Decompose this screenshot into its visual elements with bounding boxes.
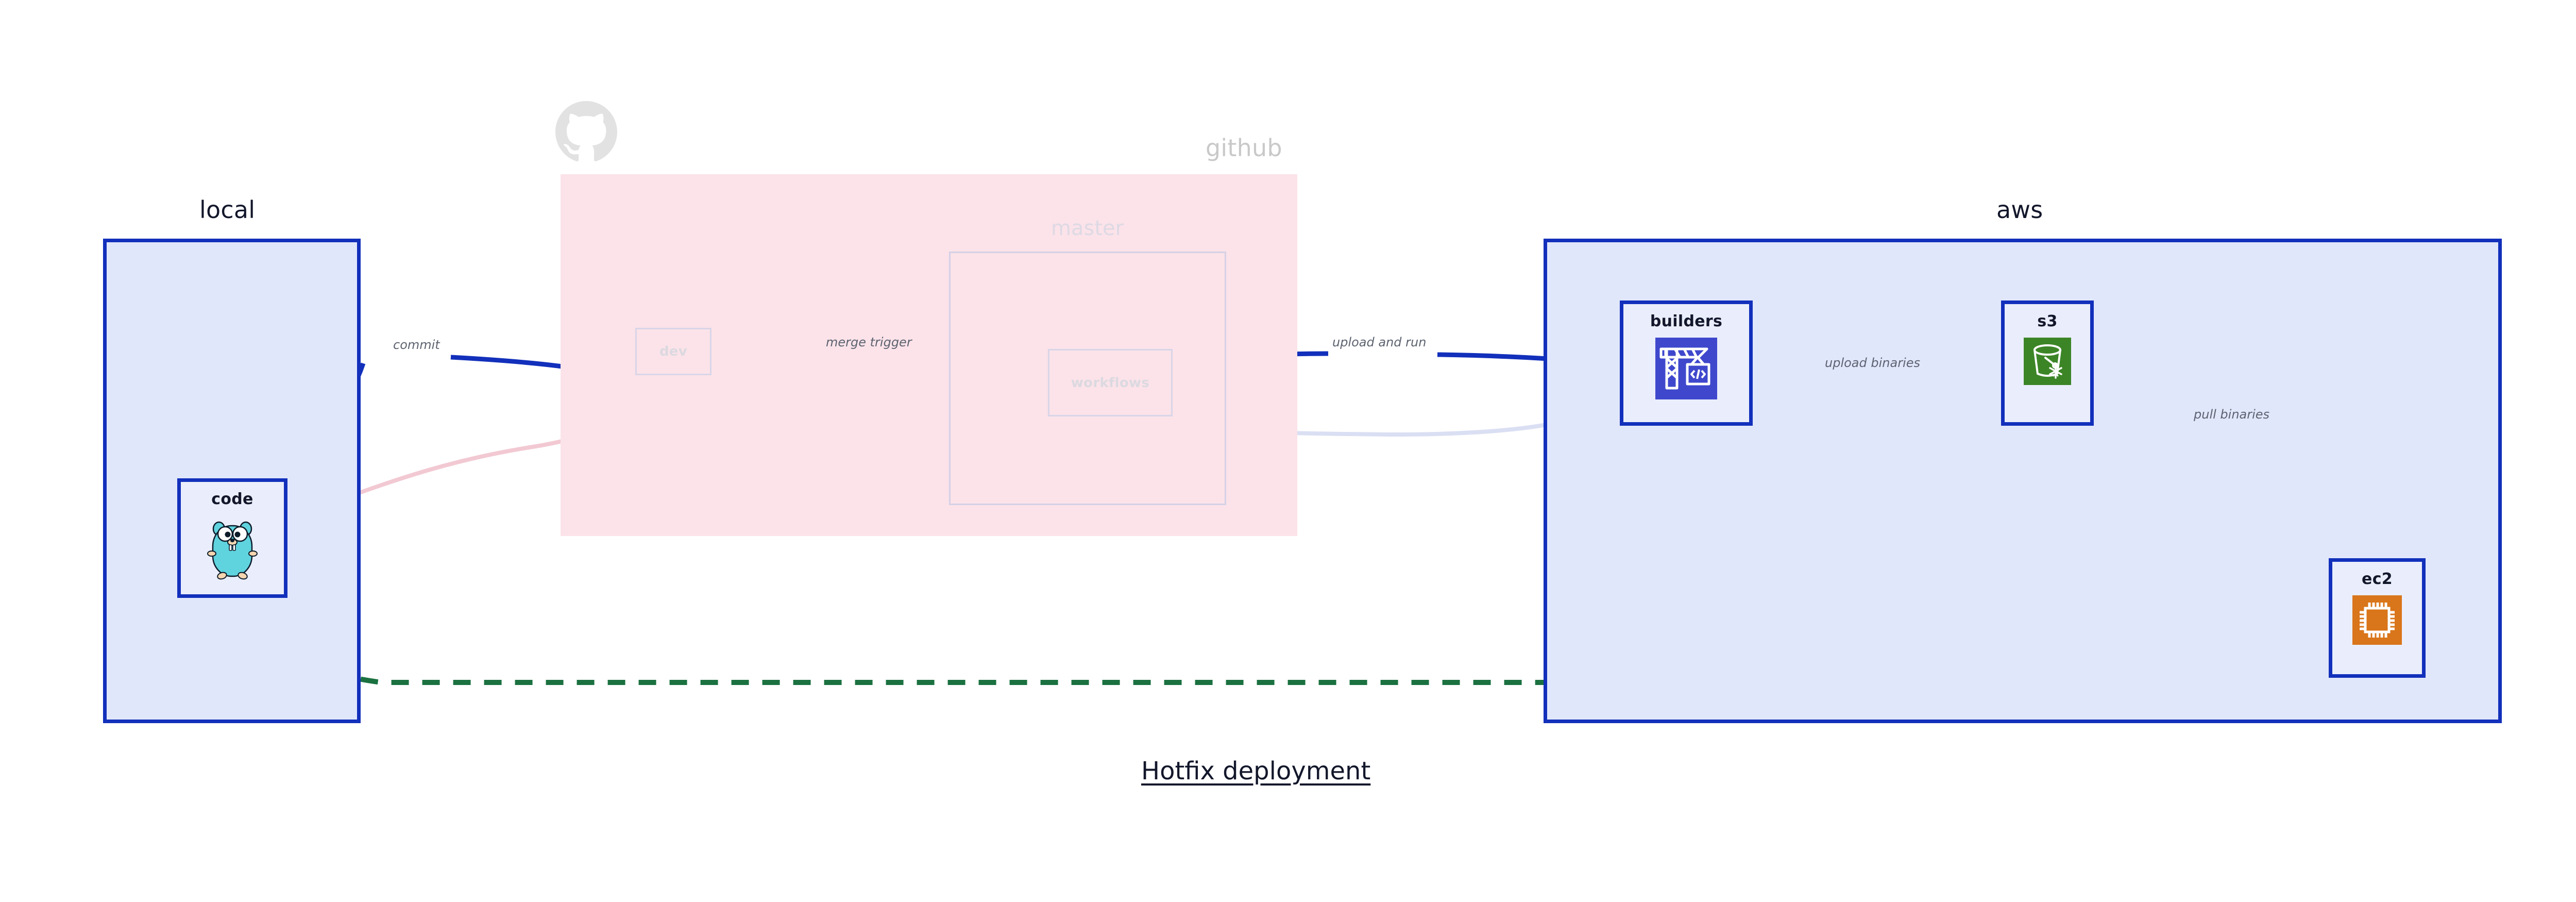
- github-octocat-icon: [555, 101, 617, 163]
- group-aws-label: aws: [1996, 196, 2043, 224]
- edge-label-upload-and-run: upload and run: [1331, 335, 1428, 349]
- edge-label-upload-binaries: upload binaries: [1823, 356, 1922, 370]
- node-ec2[interactable]: ec2: [2329, 558, 2426, 678]
- diagram-title: Hotfix deployment: [1141, 757, 1371, 786]
- node-code[interactable]: code: [177, 478, 287, 598]
- group-local-label: local: [199, 196, 256, 224]
- node-workflows[interactable]: workflows: [1048, 349, 1173, 416]
- edge-label-commit: commit: [392, 338, 442, 352]
- node-ec2-label: ec2: [2362, 570, 2393, 588]
- node-workflows-label: workflows: [1071, 375, 1150, 391]
- node-dev[interactable]: dev: [635, 328, 711, 375]
- cpu-chip-icon: [2352, 595, 2402, 647]
- crane-code-icon: [1655, 338, 1717, 402]
- node-dev-label: dev: [659, 344, 688, 359]
- subgroup-master: [949, 252, 1226, 505]
- group-github-label: github: [1206, 134, 1282, 162]
- edge-label-pull-binaries: pull binaries: [2192, 407, 2272, 422]
- node-builders[interactable]: builders: [1620, 300, 1753, 426]
- bucket-snowflake-icon: [2024, 338, 2071, 387]
- node-s3[interactable]: s3: [2001, 300, 2094, 426]
- subgroup-master-label: master: [1051, 216, 1124, 240]
- node-code-label: code: [211, 490, 253, 508]
- node-builders-label: builders: [1650, 312, 1723, 330]
- go-gopher-icon: [206, 515, 259, 582]
- node-s3-label: s3: [2037, 312, 2058, 330]
- edge-label-merge-trigger: merge trigger: [824, 335, 913, 349]
- group-github: [561, 174, 1297, 536]
